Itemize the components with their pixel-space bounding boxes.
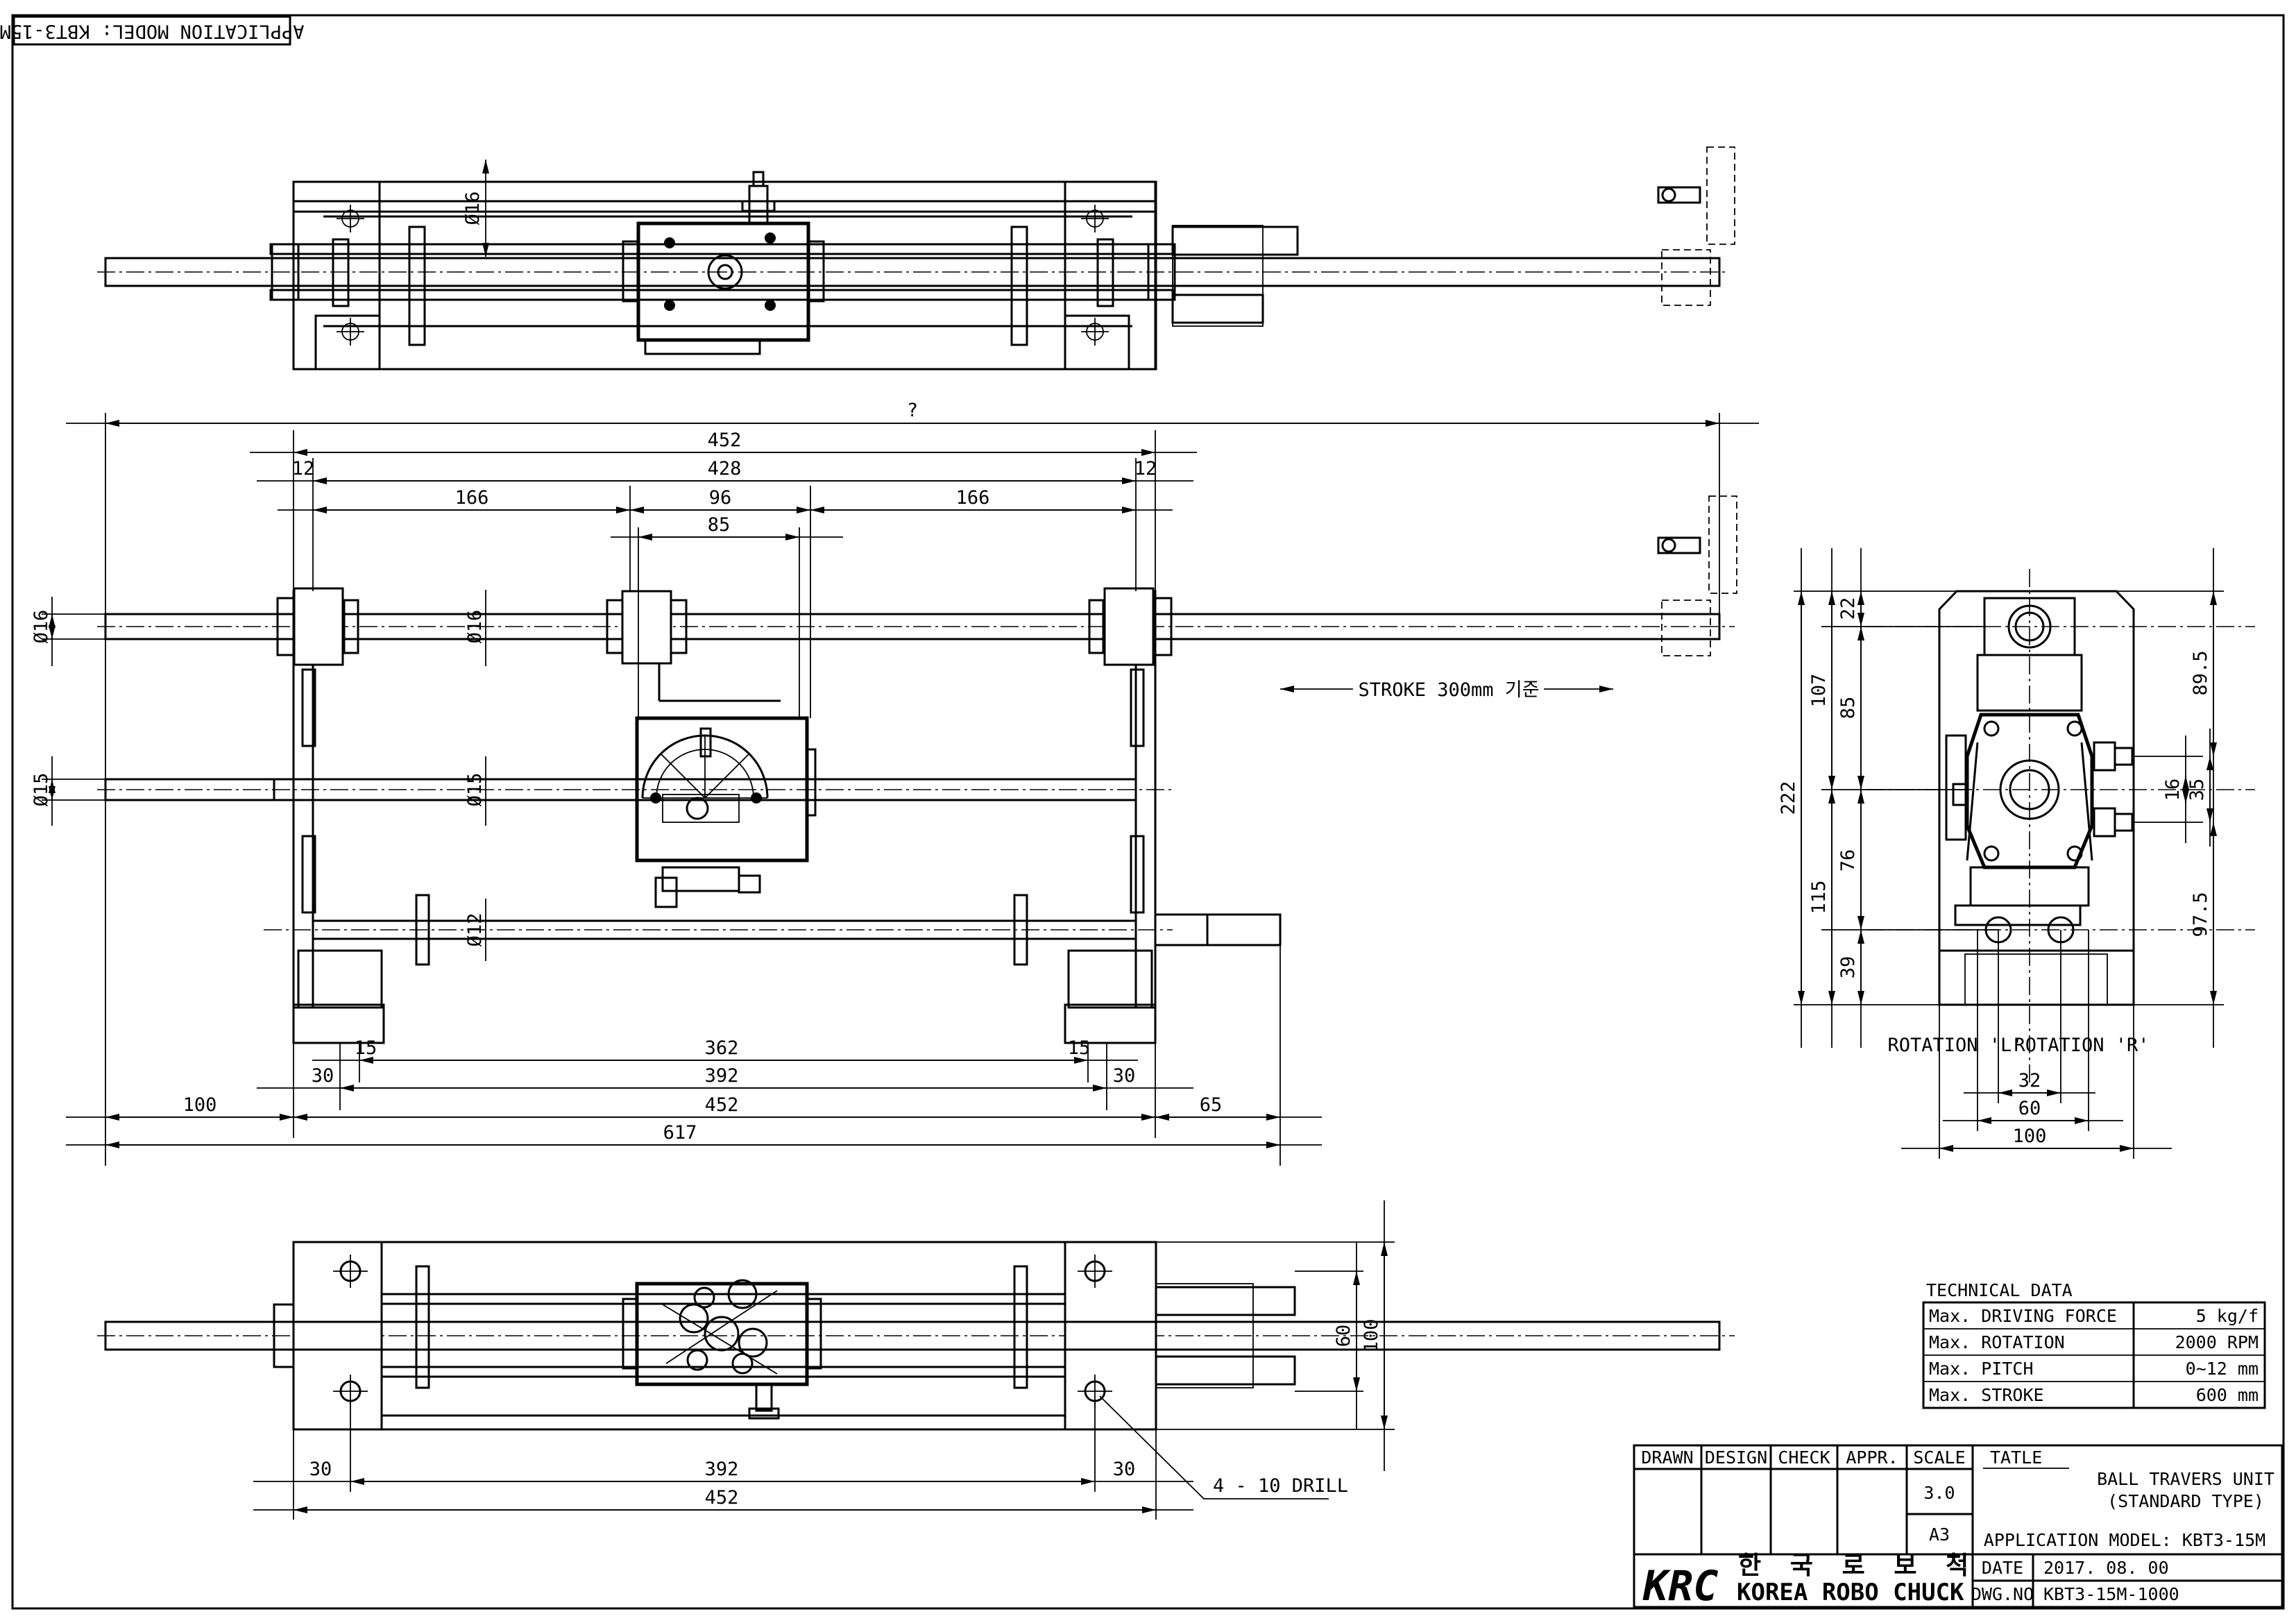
- dim-12-left: 12: [292, 458, 315, 479]
- tb-logo: KRC: [1642, 1562, 1718, 1611]
- dim-166-right: 166: [956, 487, 990, 509]
- side-dim-85: 85: [1837, 697, 1859, 720]
- application-model-tag-text: APPLICATION MODEL: KBT3-15M: [0, 21, 304, 42]
- bottom-dim-100: 100: [1361, 1319, 1382, 1353]
- dim-phi12-mid: Ø12: [464, 913, 486, 947]
- dim-12-right: 12: [1134, 458, 1157, 479]
- tech-row-value: 5 kg/f: [2196, 1306, 2259, 1326]
- tech-row-label: Max. ROTATION: [1929, 1332, 2065, 1352]
- side-dim-39: 39: [1837, 956, 1859, 979]
- dim-15-left: 15: [355, 1037, 377, 1059]
- bottom-dim-30-right: 30: [1113, 1459, 1136, 1480]
- side-dim-60: 60: [2018, 1098, 2041, 1119]
- dim-phi15-mid: Ø15: [464, 773, 486, 807]
- tb-header-check: CHECK: [1778, 1447, 1830, 1468]
- bottom-dim-30-left: 30: [309, 1459, 332, 1480]
- side-dim-16: 16: [2162, 779, 2184, 801]
- tb-header-drawn: DRAWN: [1641, 1447, 1693, 1468]
- application-model-tag: APPLICATION MODEL: KBT3-15M: [0, 15, 304, 46]
- tb-header-scale: SCALE: [1913, 1447, 1965, 1468]
- side-dim-222: 222: [1778, 781, 1799, 815]
- dim-30-right: 30: [1113, 1065, 1136, 1087]
- side-dim-35: 35: [2186, 779, 2208, 801]
- tech-row: Max. STROKE 600 mm: [1929, 1385, 2259, 1405]
- bottom-view: 60 100 4 - 10 DRILL 30 392 30 452: [97, 1200, 1735, 1520]
- side-dim-115: 115: [1808, 881, 1830, 915]
- sheet-border: [11, 14, 2285, 1610]
- dim-617: 617: [663, 1122, 697, 1144]
- drill-note: 4 - 10 DRILL: [1213, 1475, 1348, 1497]
- tb-application-model: APPLICATION MODEL: KBT3-15M: [1984, 1530, 2265, 1550]
- dim-15-right: 15: [1068, 1037, 1091, 1059]
- tb-company-english: KOREA ROBO CHUCK: [1737, 1579, 1964, 1606]
- rotation-left-label: ROTATION 'L': [1887, 1035, 2023, 1056]
- dim-65: 65: [1200, 1094, 1223, 1116]
- side-dim-89-5: 89.5: [2190, 650, 2211, 695]
- dim-85: 85: [708, 514, 731, 536]
- dim-phi16-left: Ø16: [31, 610, 52, 644]
- bottom-dim-452: 452: [705, 1487, 739, 1509]
- tech-row-label: Max. PITCH: [1929, 1359, 2034, 1379]
- tech-row: Max. DRIVING FORCE 5 kg/f: [1929, 1306, 2259, 1326]
- bottom-dim-392: 392: [705, 1459, 739, 1480]
- dim-452-top: 452: [708, 430, 742, 451]
- dim-overall: ?: [907, 400, 918, 421]
- dim-96: 96: [709, 487, 732, 509]
- tb-company-korean: 한 국 로 보 척: [1738, 1552, 1975, 1580]
- dim-362: 362: [705, 1037, 739, 1059]
- dim-phi16-mid: Ø16: [464, 610, 486, 644]
- side-dim-76: 76: [1837, 849, 1859, 872]
- tb-date-label: DATE: [1982, 1558, 2023, 1578]
- tech-row-label: Max. STROKE: [1929, 1385, 2044, 1405]
- top-view: Ø16: [97, 146, 1735, 371]
- dim-100: 100: [183, 1094, 217, 1116]
- dim-452-bottom: 452: [705, 1094, 739, 1116]
- technical-data-table: TECHNICAL DATA Max. DRIVING FORCE 5 kg/f…: [1922, 1280, 2266, 1409]
- tb-tatle-label: TATLE: [1990, 1447, 2042, 1468]
- dim-30-left: 30: [312, 1065, 334, 1087]
- tech-row-label: Max. DRIVING FORCE: [1929, 1306, 2117, 1326]
- tb-header-appr: APPR.: [1846, 1447, 1898, 1468]
- dim-phi15-left: Ø15: [31, 773, 52, 807]
- tb-header-design: DESIGN: [1705, 1447, 1767, 1468]
- top-view-dim-phi16: Ø16: [462, 192, 484, 226]
- stroke-note: STROKE 300mm 기준: [1359, 679, 1540, 701]
- side-view: 222 107 115 22 85 76 39 16 35 89.5 97.5: [1778, 548, 2255, 1159]
- side-dim-22: 22: [1837, 597, 1859, 620]
- rotation-right-label: ROTATION 'R': [2014, 1035, 2149, 1056]
- bottom-dim-60: 60: [1333, 1325, 1354, 1348]
- tb-scale-value: 3.0: [1923, 1483, 1955, 1503]
- side-dim-97-5: 97.5: [2190, 892, 2211, 937]
- tech-row-value: 0~12 mm: [2186, 1359, 2259, 1379]
- front-view: STROKE 300mm 기준 ? 452: [31, 400, 1759, 1166]
- tb-date-value: 2017. 08. 00: [2043, 1558, 2169, 1578]
- tb-size-value: A3: [1929, 1524, 1950, 1545]
- tech-row: Max. ROTATION 2000 RPM: [1929, 1332, 2259, 1352]
- title-block: DRAWN DESIGN CHECK APPR. SCALE 3.0 A3 TA…: [1633, 1444, 2284, 1611]
- tb-dwg-value: KBT3-15M-1000: [2043, 1584, 2179, 1604]
- technical-data-title: TECHNICAL DATA: [1926, 1280, 2073, 1300]
- side-dim-107: 107: [1808, 674, 1830, 708]
- tb-title-line1: BALL TRAVERS UNIT: [2097, 1469, 2274, 1489]
- dim-428: 428: [708, 458, 742, 479]
- side-dim-100: 100: [2013, 1125, 2047, 1147]
- tech-row: Max. PITCH 0~12 mm: [1929, 1359, 2259, 1379]
- dim-166-left: 166: [455, 487, 489, 509]
- tech-row-value: 2000 RPM: [2175, 1332, 2259, 1352]
- tb-title-line2: (STANDARD TYPE): [2107, 1491, 2264, 1511]
- dim-392: 392: [705, 1065, 739, 1087]
- side-dim-32: 32: [2018, 1070, 2041, 1091]
- tech-row-value: 600 mm: [2196, 1385, 2259, 1405]
- tb-dwg-label: DWG.NO: [1971, 1584, 2034, 1604]
